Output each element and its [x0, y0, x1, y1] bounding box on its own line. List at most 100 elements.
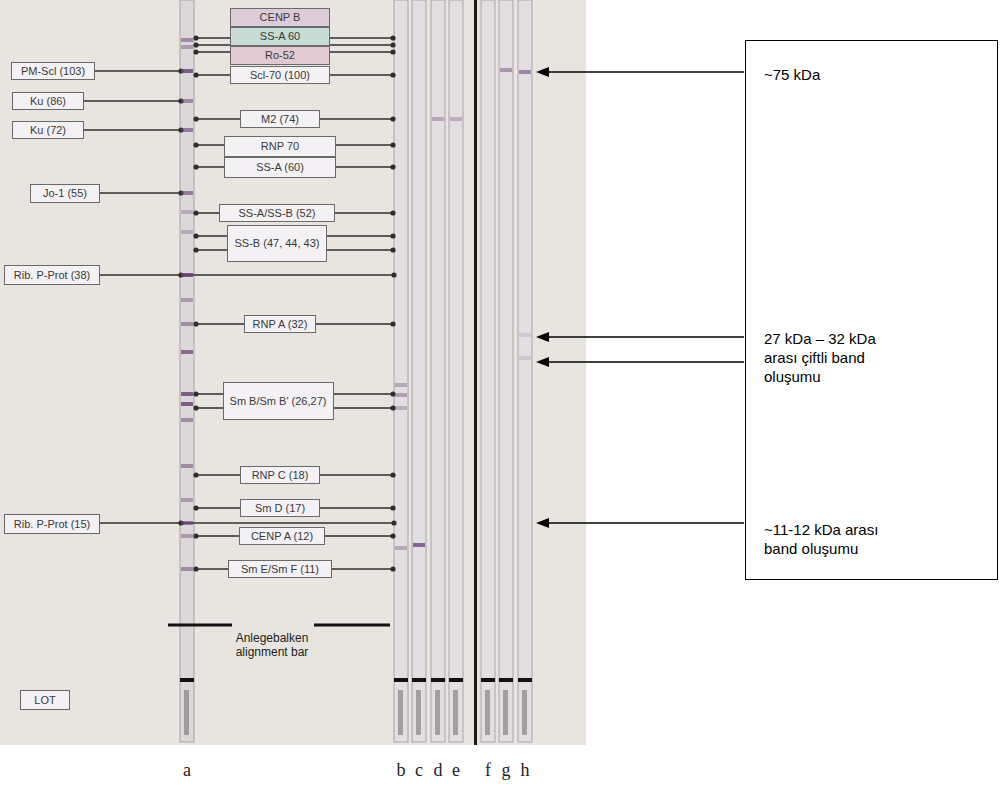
strip-letter: b — [397, 760, 406, 781]
test-strip — [394, 0, 408, 742]
line-cap — [390, 142, 395, 147]
antigen-label: SS-A/SS-B (52) — [238, 207, 315, 220]
antigen-label: Ku (86) — [30, 95, 66, 108]
line-cap — [390, 533, 395, 538]
line-cap — [193, 142, 198, 147]
line-cap — [193, 35, 198, 40]
line-cap — [390, 42, 395, 47]
antigen-label: SS-A (60) — [256, 161, 304, 174]
alignment-bar-line — [314, 624, 390, 627]
band — [181, 464, 193, 468]
band — [181, 350, 193, 354]
antigen-label: Jo-1 (55) — [43, 187, 87, 200]
antigen-label: Rib. P-Prot (38) — [14, 269, 90, 282]
leader-line — [60, 274, 396, 275]
test-strip — [449, 0, 463, 742]
test-strip — [499, 0, 513, 742]
lot-print — [184, 690, 189, 735]
antigen-box: Ro-52 — [230, 46, 330, 65]
antigen-box: Ku (72) — [12, 121, 84, 139]
band — [181, 402, 193, 406]
band — [519, 70, 531, 74]
antigen-box: CENP B — [230, 8, 330, 27]
lot-print — [416, 690, 421, 735]
test-strip — [518, 0, 532, 742]
line-cap — [193, 164, 198, 169]
antigen-box: CENP A (12) — [239, 527, 325, 545]
line-cap — [390, 505, 395, 510]
band — [181, 298, 193, 302]
band — [181, 392, 193, 396]
arrow-line — [546, 336, 744, 337]
callout-text: 27 kDa – 32 kDa arası çiftli band oluşum… — [764, 329, 899, 386]
band — [181, 418, 193, 422]
alignment-bar-label: Anlegebalken alignment bar — [226, 631, 318, 659]
antigen-label: SS-B (47, 44, 43) — [235, 237, 320, 250]
line-cap — [390, 566, 395, 571]
strip-letter: h — [521, 760, 530, 781]
band — [181, 69, 193, 73]
antigen-label: Sm D (17) — [255, 502, 305, 515]
band — [519, 333, 531, 337]
band — [432, 117, 444, 121]
strip-letter: f — [485, 760, 491, 781]
test-strip — [412, 0, 426, 742]
band — [181, 322, 193, 326]
line-cap — [390, 247, 395, 252]
band — [181, 521, 193, 525]
antigen-lines — [60, 35, 397, 571]
callout-text: ~75 kDa — [764, 65, 899, 84]
callout-box: ~75 kDa 27 kDa – 32 kDa arası çiftli band… — [745, 40, 998, 580]
lot-print — [453, 690, 458, 735]
arrow-line — [546, 71, 744, 72]
band — [181, 45, 193, 49]
leader-line — [60, 522, 396, 523]
line-cap — [390, 35, 395, 40]
antigen-box: M2 (74) — [240, 110, 320, 128]
band — [181, 99, 193, 103]
arrow-head — [536, 332, 549, 342]
antigen-label: RNP C (18) — [252, 469, 309, 482]
lot-print — [398, 690, 403, 735]
lot-print — [435, 690, 440, 735]
alignment-bar-line — [168, 624, 232, 627]
strip-letter: c — [415, 760, 423, 781]
antigen-box: Sm B/Sm B' (26,27) — [223, 382, 334, 420]
photo-ground — [0, 0, 586, 745]
callout-text: ~11-12 kDa arası band oluşumu — [764, 520, 899, 558]
line-cap — [193, 210, 198, 215]
line-cap — [193, 116, 198, 121]
antigen-label: Rib. P-Prot (15) — [14, 518, 90, 531]
line-cap — [390, 405, 395, 410]
lot-print — [503, 690, 508, 735]
antigen-box: Sm E/Sm F (11) — [228, 560, 332, 578]
antigen-box: RNP 70 — [224, 136, 336, 157]
callout-arrows — [536, 67, 744, 528]
antigen-label: Ro-52 — [265, 49, 295, 62]
band — [395, 393, 407, 397]
line-cap — [193, 472, 198, 477]
bands — [181, 38, 531, 571]
arrow-head — [536, 67, 549, 77]
line-cap — [390, 210, 395, 215]
antigen-label: Ku (72) — [30, 124, 66, 137]
antigen-label: Sm E/Sm F (11) — [241, 563, 319, 576]
antigen-label: LOT — [34, 694, 55, 707]
antigen-box: SS-A (60) — [224, 157, 336, 178]
line-cap — [391, 520, 396, 525]
strip-mark — [449, 678, 463, 682]
line-cap — [193, 321, 198, 326]
band — [395, 546, 407, 550]
strip-letter: g — [502, 760, 511, 781]
band — [413, 543, 425, 547]
line-cap — [193, 42, 198, 47]
antigen-box: Ku (86) — [12, 92, 84, 110]
band — [181, 191, 193, 195]
line-cap — [193, 247, 198, 252]
line-cap — [193, 405, 198, 410]
line-cap — [193, 233, 198, 238]
antigen-label: Sm B/Sm B' (26,27) — [230, 395, 327, 408]
antigen-box: Scl-70 (100) — [230, 66, 330, 84]
strip-mark — [431, 678, 445, 682]
